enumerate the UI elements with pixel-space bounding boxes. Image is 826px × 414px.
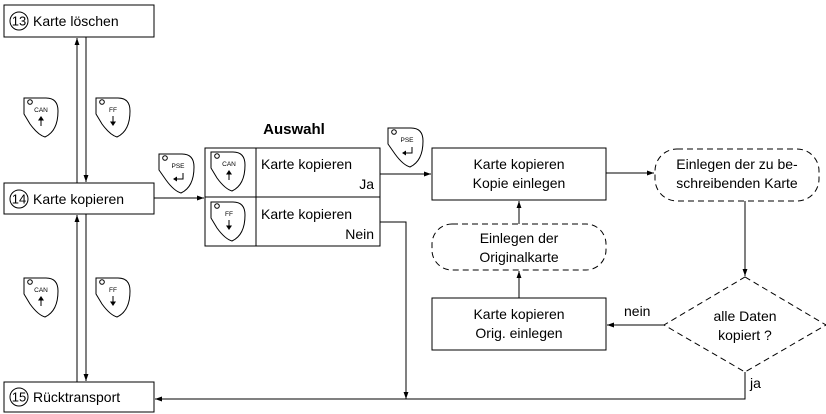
arrow-no-to-return: [380, 221, 409, 399]
svg-text:PSE: PSE: [171, 163, 185, 170]
menu-item-15[interactable]: 15 Rücktransport: [3, 381, 155, 413]
svg-text:Einlegen der zu be-: Einlegen der zu be-: [676, 156, 798, 172]
svg-text:schreibenden Karte: schreibenden Karte: [676, 175, 798, 191]
svg-text:FF: FF: [109, 107, 117, 114]
svg-text:Karte kopieren: Karte kopieren: [261, 206, 352, 222]
svg-text:Originalkarte: Originalkarte: [479, 249, 559, 265]
svg-text:CAN: CAN: [222, 161, 236, 168]
svg-text:Karte kopieren: Karte kopieren: [261, 156, 352, 172]
arrow-decision-yes: [155, 372, 746, 402]
label-yes: ja: [749, 375, 761, 391]
label-no: nein: [624, 303, 650, 319]
ff-key-icon: FF: [210, 201, 246, 242]
svg-text:Orig. einlegen: Orig. einlegen: [475, 325, 562, 341]
svg-text:Karte löschen: Karte löschen: [33, 13, 119, 29]
svg-text:13: 13: [12, 14, 26, 29]
selection-title: Auswahl: [263, 121, 325, 138]
can-key-icon: CAN: [23, 277, 59, 318]
svg-text:Rücktransport: Rücktransport: [33, 389, 120, 405]
svg-text:PSE: PSE: [400, 137, 414, 144]
svg-text:FF: FF: [225, 211, 233, 218]
svg-text:Ja: Ja: [359, 176, 374, 192]
option-no[interactable]: Karte kopieren Nein: [261, 206, 374, 242]
ff-key-icon: FF: [95, 97, 131, 138]
svg-text:alle Daten: alle Daten: [713, 308, 776, 324]
ff-key-icon: FF: [95, 277, 131, 318]
svg-text:Einlegen der: Einlegen der: [480, 230, 559, 246]
copy-insert-box: Karte kopieren Kopie einlegen: [431, 147, 607, 201]
svg-text:kopiert ?: kopiert ?: [718, 327, 772, 343]
menu-item-14[interactable]: 14 Karte kopieren: [3, 182, 155, 215]
option-yes[interactable]: Karte kopieren Ja: [261, 156, 374, 192]
svg-text:14: 14: [12, 192, 26, 207]
pse-key-icon: PSE: [387, 127, 424, 168]
svg-text:Kopie einlegen: Kopie einlegen: [473, 175, 566, 191]
original-insert-box: Karte kopieren Orig. einlegen: [431, 297, 607, 351]
pse-key-icon: PSE: [158, 153, 195, 194]
svg-text:Nein: Nein: [345, 226, 374, 242]
svg-text:FF: FF: [109, 287, 117, 294]
decision-all-copied: alle Daten kopiert ?: [663, 276, 826, 373]
original-card-prompt: Einlegen der Originalkarte: [431, 223, 607, 271]
svg-text:Karte kopieren: Karte kopieren: [33, 191, 124, 207]
target-card-prompt: Einlegen der zu be- schreibenden Karte: [654, 148, 820, 202]
svg-text:Karte kopieren: Karte kopieren: [473, 306, 564, 322]
svg-text:CAN: CAN: [34, 287, 48, 294]
menu-item-13[interactable]: 13 Karte löschen: [3, 4, 155, 38]
svg-text:15: 15: [12, 390, 26, 405]
can-key-icon: CAN: [23, 97, 59, 138]
can-key-icon: CAN: [210, 151, 246, 192]
svg-text:CAN: CAN: [34, 107, 48, 114]
svg-text:Karte kopieren: Karte kopieren: [473, 156, 564, 172]
